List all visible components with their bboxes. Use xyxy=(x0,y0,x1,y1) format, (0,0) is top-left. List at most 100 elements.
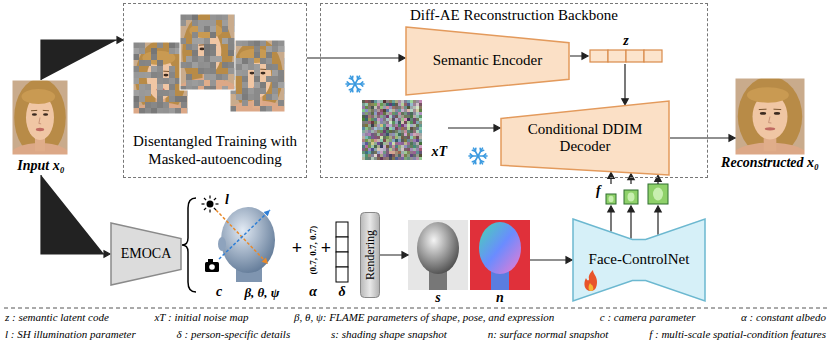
noise-cell xyxy=(404,136,407,139)
noise-cell xyxy=(365,100,368,103)
mask-patch xyxy=(180,62,186,68)
mask-patch xyxy=(242,58,248,64)
noise-cell xyxy=(389,100,392,103)
noise-cell xyxy=(392,136,395,139)
noise-cell xyxy=(392,121,395,124)
brow xyxy=(31,110,37,111)
noise-cell xyxy=(398,145,401,148)
mask-patch xyxy=(198,26,204,32)
mask-patch xyxy=(216,74,222,80)
latent-cell xyxy=(644,50,662,62)
noise-cell xyxy=(377,151,380,154)
noise-cell xyxy=(401,100,404,103)
noise-cell xyxy=(377,124,380,127)
noise-cell xyxy=(407,130,410,133)
mask-patch xyxy=(260,82,266,88)
noise-cell xyxy=(368,124,371,127)
node-label: s xyxy=(435,291,440,305)
snow-twig xyxy=(360,82,362,84)
noise-cell xyxy=(407,118,410,121)
noise-cell xyxy=(404,121,407,124)
noise-cell xyxy=(395,157,398,160)
noise-cell xyxy=(416,154,419,157)
noise-cell xyxy=(398,124,401,127)
noise-cell xyxy=(419,142,422,145)
detail-cell xyxy=(336,222,348,237)
noise-cell xyxy=(362,106,365,109)
noise-cell xyxy=(371,133,374,136)
noise-cell xyxy=(386,139,389,142)
noise-cell xyxy=(419,100,422,103)
sun-ray xyxy=(204,208,206,210)
noise-cell xyxy=(413,124,416,127)
noise-cell xyxy=(419,139,422,142)
brow xyxy=(163,71,169,72)
glossary-entry: n: surface normal snapshot xyxy=(488,329,609,340)
mask-patch xyxy=(254,52,260,58)
noise-cell xyxy=(413,136,416,139)
mask-patch xyxy=(272,94,278,100)
noise-cell xyxy=(395,100,398,103)
mask-patch xyxy=(151,54,157,60)
noise-cell xyxy=(389,151,392,154)
mask-patch xyxy=(236,70,242,76)
noise-cell xyxy=(380,145,383,148)
mask-patch xyxy=(181,96,187,102)
noise-cell xyxy=(368,133,371,136)
noise-cell xyxy=(365,133,368,136)
mask-patch xyxy=(210,68,216,74)
normal-snapshot: n xyxy=(470,220,530,290)
mask-patch xyxy=(210,14,216,20)
noise-cell xyxy=(386,109,389,112)
noise-cell xyxy=(389,133,392,136)
noise-cell xyxy=(374,130,377,133)
fringe xyxy=(747,87,789,102)
noise-cell xyxy=(368,109,371,112)
noise-cell xyxy=(407,142,410,145)
snow-twig xyxy=(347,84,349,86)
mask-patch xyxy=(186,62,192,68)
noise-cell xyxy=(410,106,413,109)
noise-cell xyxy=(398,106,401,109)
noise-cell xyxy=(371,136,374,139)
mask-patch xyxy=(133,42,139,48)
feature-map xyxy=(624,190,638,204)
noise-cell xyxy=(419,133,422,136)
mask-patch xyxy=(192,14,198,20)
noise-cell xyxy=(365,151,368,154)
noise-cell xyxy=(380,148,383,151)
noise-cell xyxy=(377,157,380,160)
noise-cell xyxy=(371,100,374,103)
mask-patch xyxy=(210,56,216,62)
noise-cell xyxy=(416,109,419,112)
noise-cell xyxy=(374,145,377,148)
noise-cell xyxy=(413,127,416,130)
noise-cell xyxy=(371,112,374,115)
noise-cell xyxy=(386,151,389,154)
brow xyxy=(759,109,767,110)
mask-patch xyxy=(242,82,248,88)
noise-cell xyxy=(410,127,413,130)
noise-cell xyxy=(371,124,374,127)
noise-cell xyxy=(362,127,365,130)
noise-cell xyxy=(362,154,365,157)
noise-cell xyxy=(386,106,389,109)
mask-patch xyxy=(133,54,139,60)
noise-cell xyxy=(365,115,368,118)
noise-cell xyxy=(413,148,416,151)
noise-cell xyxy=(377,118,380,121)
noise-cell xyxy=(365,130,368,133)
mask-patch xyxy=(186,86,192,90)
noise-cell xyxy=(380,121,383,124)
noise-cell xyxy=(413,157,416,160)
symbol-label: α xyxy=(309,285,317,299)
noise-cell xyxy=(407,145,410,148)
mask-patch xyxy=(260,88,266,94)
noise-cell xyxy=(419,151,422,154)
noise-cell xyxy=(380,139,383,142)
noise-cell xyxy=(413,151,416,154)
noise-cell xyxy=(368,142,371,145)
mask-patch xyxy=(266,94,272,100)
mask-patch xyxy=(163,102,169,108)
mask-patch xyxy=(278,100,284,106)
